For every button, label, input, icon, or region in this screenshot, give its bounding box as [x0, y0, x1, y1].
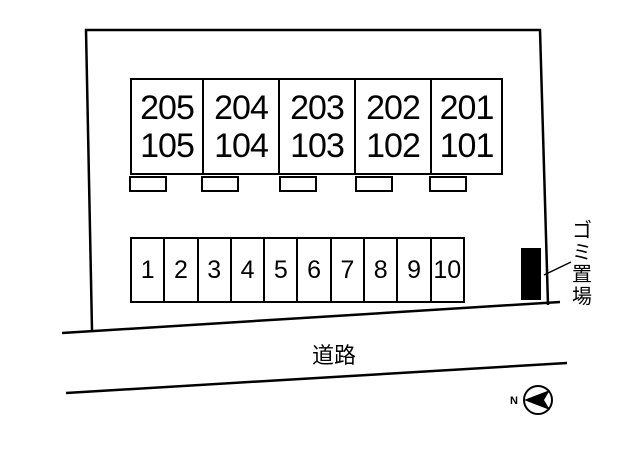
room-number-upper: 205	[140, 88, 195, 127]
parking-row: 1 2 3 4 5 6 7 8 9 10	[130, 237, 465, 303]
room-number-lower: 104	[214, 126, 269, 165]
parking-slot: 7	[332, 239, 366, 301]
room-number-lower: 105	[140, 126, 195, 165]
garbage-label-char: 置	[572, 264, 592, 286]
garbage-leader-line	[543, 261, 572, 276]
parking-slot: 3	[199, 239, 232, 301]
garbage-label-char: ミ	[572, 242, 592, 264]
parking-slot: 10	[433, 255, 462, 284]
road-edge-upper	[61, 300, 561, 335]
room-number-upper: 203	[290, 88, 345, 127]
parking-slot: 1	[132, 239, 166, 301]
parking-slot: 5	[265, 239, 299, 301]
entrance-203	[279, 176, 317, 192]
parking-slot: 4	[232, 239, 266, 301]
parking-slot: 6	[298, 239, 332, 301]
parking-slot: 2	[165, 239, 199, 301]
parking-slot: 9	[398, 239, 432, 301]
room-number-lower: 102	[366, 126, 421, 165]
garbage-label-char: ゴ	[572, 220, 592, 242]
unit-block-205-105: 205 105	[130, 78, 204, 175]
garbage-area-label: ゴ ミ 置 場	[570, 220, 594, 308]
lot-boundary	[84, 28, 550, 331]
entrance-201	[429, 176, 467, 192]
entrance-205	[129, 176, 167, 192]
road-label: 道路	[312, 343, 357, 368]
road-edge-lower	[65, 361, 568, 395]
unit-block-203-103: 203 103	[278, 78, 356, 175]
entrance-202	[355, 176, 393, 192]
garbage-label-char: 場	[572, 286, 592, 308]
parking-slot: 8	[365, 239, 399, 301]
compass-label: N	[510, 395, 518, 407]
north-arrow-icon: N	[508, 380, 558, 425]
room-number-lower: 103	[290, 126, 345, 165]
room-number-upper: 201	[439, 88, 495, 127]
room-number-upper: 204	[214, 88, 269, 127]
room-number-lower: 101	[439, 126, 495, 165]
unit-block-201-101: 201 101	[430, 78, 503, 175]
unit-block-204-104: 204 104	[202, 78, 280, 175]
garbage-area	[521, 248, 541, 300]
entrance-204	[201, 176, 239, 192]
unit-block-202-102: 202 102	[354, 78, 432, 175]
room-number-upper: 202	[366, 88, 421, 127]
